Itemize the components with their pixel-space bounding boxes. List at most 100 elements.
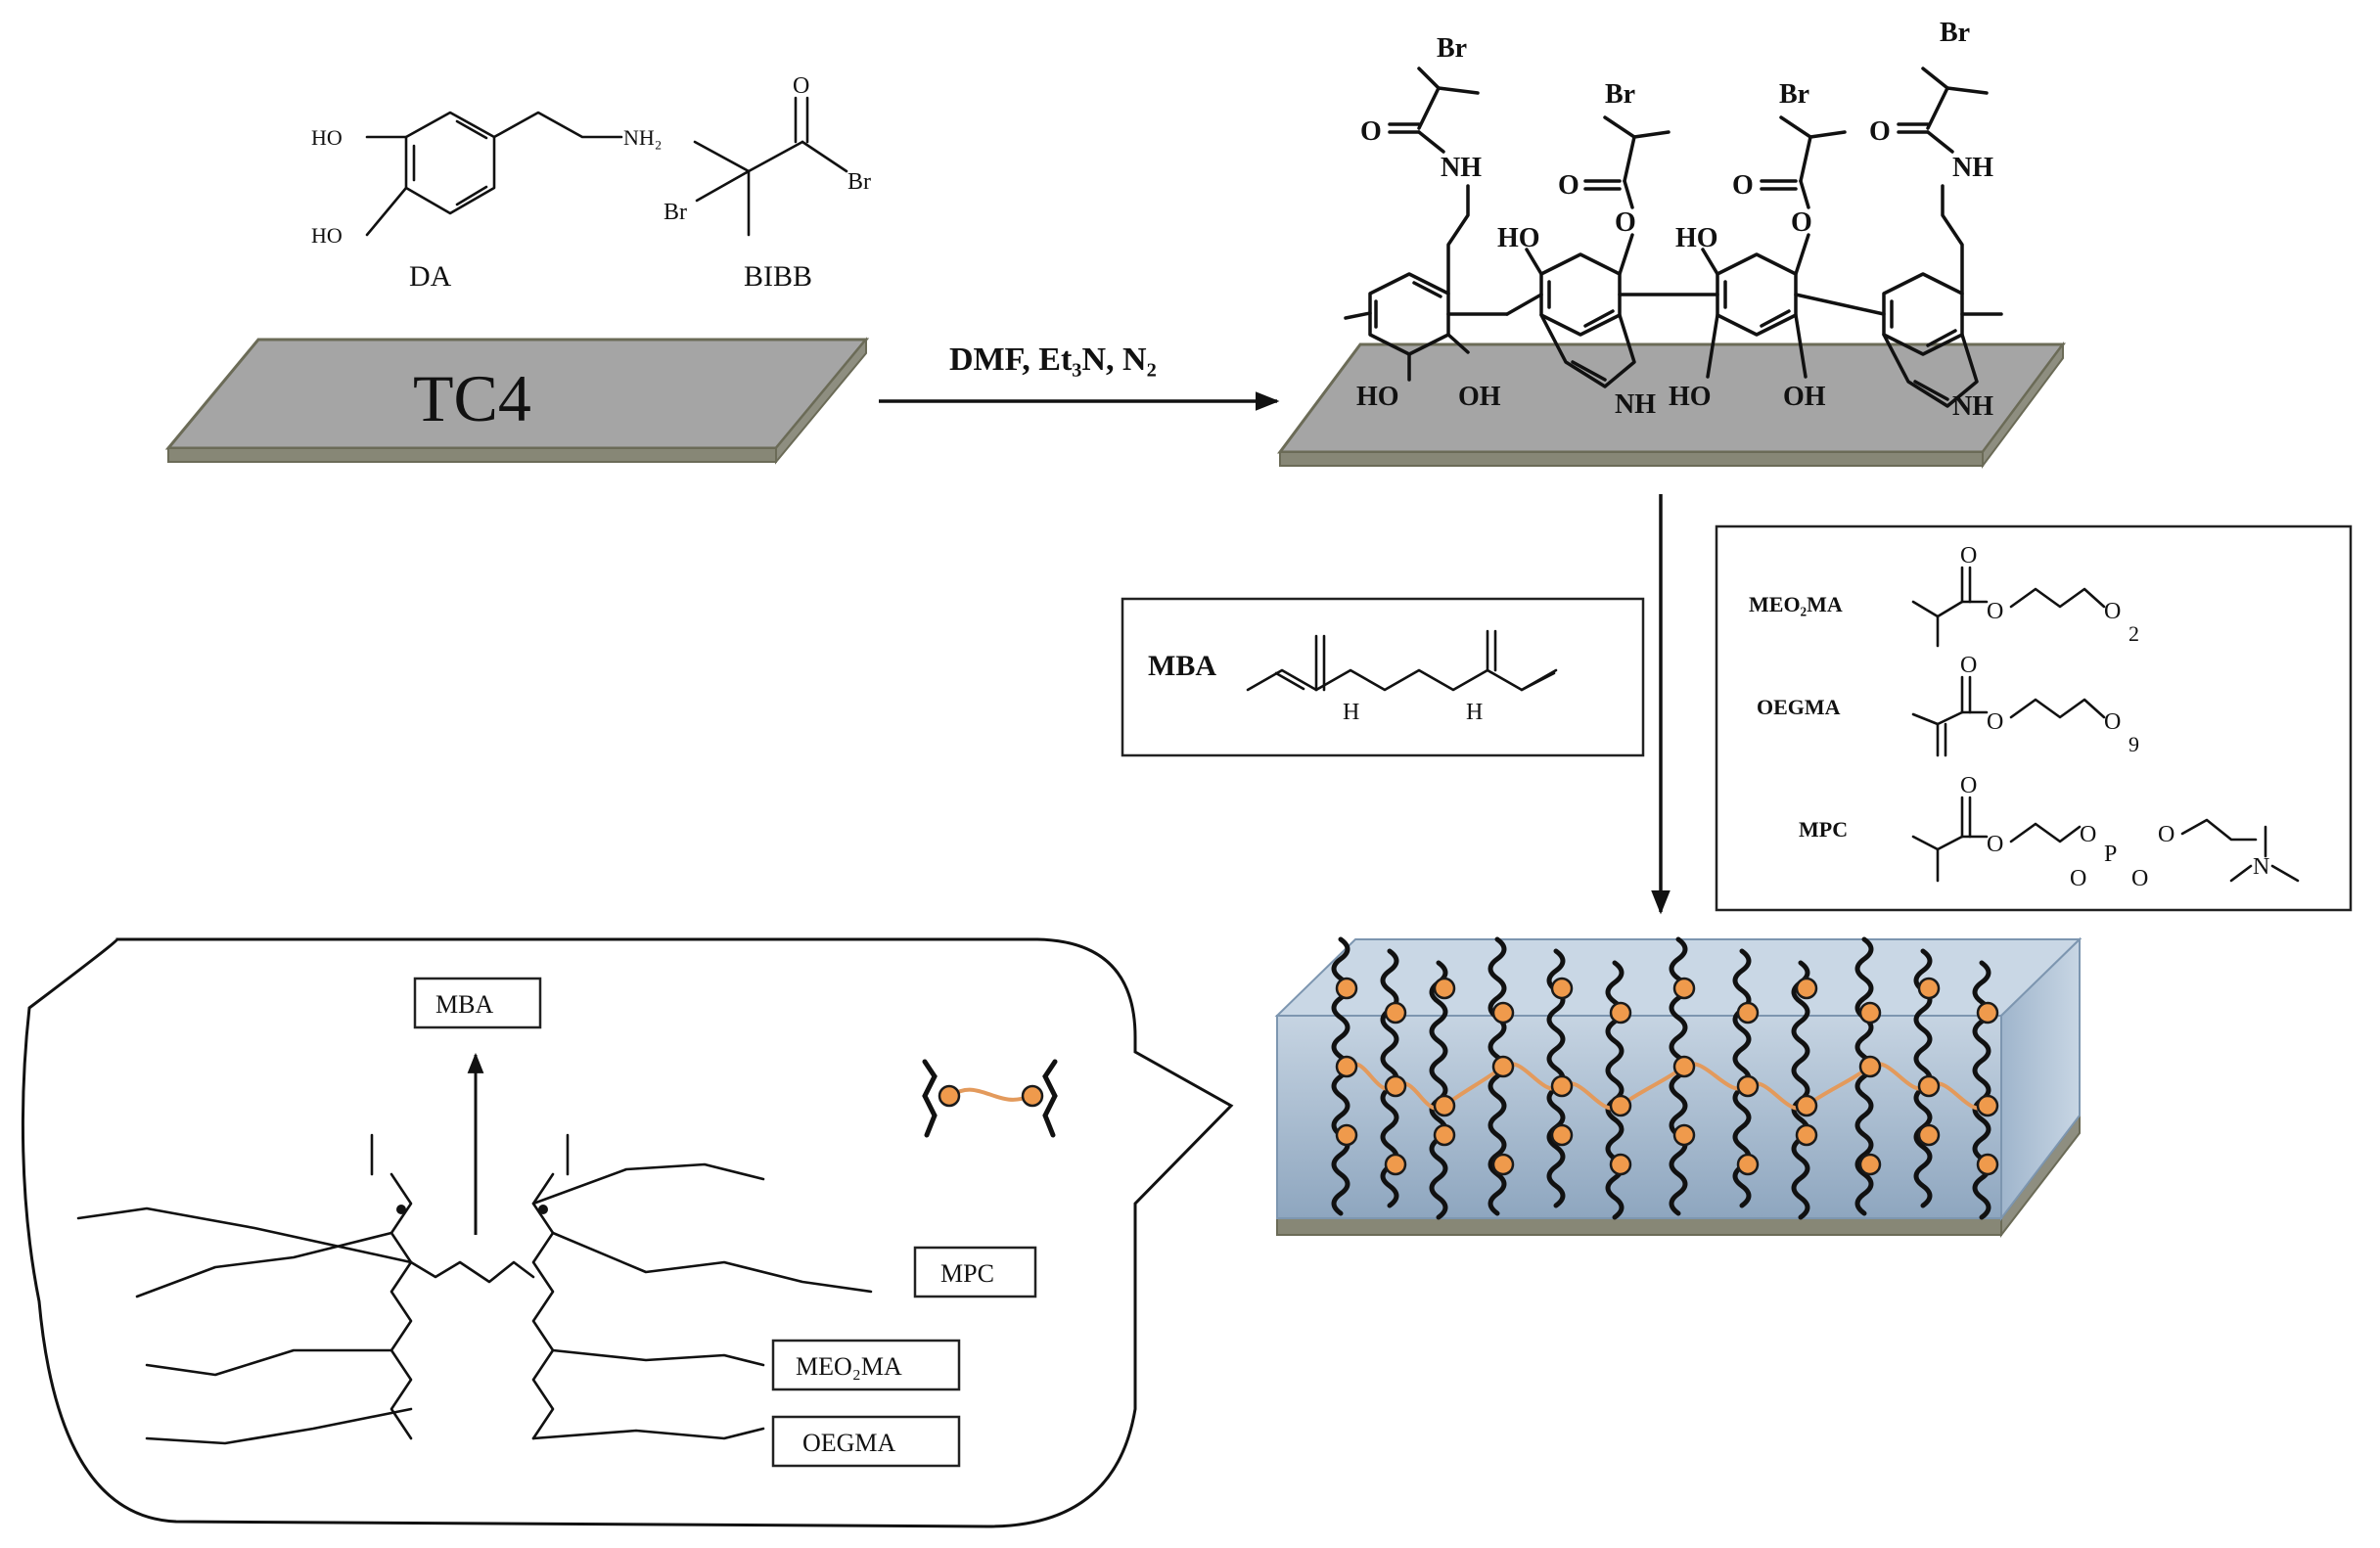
crosslink-bead: [1491, 1001, 1515, 1024]
pda-o-1: O: [1360, 116, 1382, 147]
crosslink-bead: [1609, 1094, 1632, 1117]
bibb-label: BIBB: [744, 260, 812, 293]
pda-ho-1: HO: [1356, 382, 1399, 412]
pda-o-3: O: [1558, 170, 1579, 201]
meo2ma-sub: 2: [2128, 621, 2139, 646]
crosslink-bead: [1672, 1055, 1696, 1078]
polydopamine-structure: HO OH NH O Br NH HO O O Br: [1344, 18, 2003, 422]
crosslink-bead: [1672, 977, 1696, 1000]
pda-ho-4: HO: [1669, 382, 1712, 412]
crosslink-bead: [1433, 1094, 1456, 1117]
crosslink-bead: [1795, 977, 1818, 1000]
polymer-chain: [1854, 936, 1874, 1216]
callout-mba-label: MBA: [435, 990, 493, 1019]
mpc-n: N: [2253, 854, 2269, 880]
crosslink-bead: [1491, 1153, 1515, 1176]
mpc-o-4: O: [2070, 866, 2086, 891]
mba-box-label: MBA: [1148, 650, 1216, 682]
crosslink-bead: [1917, 977, 1941, 1000]
reaction-conditions: DMF, Et₃N, N₂: [949, 341, 1157, 378]
crosslink-bead: [1609, 1153, 1632, 1176]
crosslink-bead: [1433, 1123, 1456, 1147]
pda-nh-1: NH: [1441, 153, 1482, 183]
crosslink-bead: [1335, 977, 1358, 1000]
da-label: DA: [409, 260, 452, 293]
crosslink-bead: [1858, 1001, 1882, 1024]
mba-h-2: H: [1466, 700, 1483, 725]
crosslink-bead: [1736, 1074, 1760, 1098]
tc4-label: TC4: [413, 361, 531, 435]
pda-oh-2: OH: [1783, 382, 1826, 412]
pda-ho-2: HO: [1497, 223, 1540, 253]
bibb-structure: O Br Br BIBB: [664, 73, 871, 293]
crosslink-bead: [1550, 1123, 1574, 1147]
pda-br-1: Br: [1437, 33, 1467, 64]
pda-ho-3: HO: [1675, 223, 1718, 253]
polymer-chain: [1488, 936, 1507, 1216]
crosslink-bead: [1335, 1055, 1358, 1078]
crosslink-bead: [1736, 1001, 1760, 1024]
oegma-o-1: O: [1960, 653, 1977, 678]
polymer-chain: [1429, 960, 1448, 1220]
callout-meo2ma-label: MEO₂MA: [796, 1352, 902, 1381]
monomer-box: MEO₂MA O O O 2 OEGMA O O O 9 MPC O O O P…: [1715, 524, 2353, 912]
pda-br-4: Br: [1940, 18, 1970, 48]
mba-box: MBA H H: [1121, 597, 1645, 757]
monomer-mpc-label: MPC: [1799, 817, 1848, 842]
crosslink-bead: [1550, 1074, 1574, 1098]
bibb-br-2: Br: [664, 200, 687, 225]
crosslink-bead: [1384, 1153, 1407, 1176]
meo2ma-o-3: O: [2104, 599, 2121, 624]
pda-nh-3: NH: [1952, 391, 1993, 422]
mpc-o-6: O: [2158, 822, 2174, 847]
crosslink-bead: [1550, 977, 1574, 1000]
crosslink-bead: [1491, 1055, 1515, 1078]
crosslink-bead: [1795, 1094, 1818, 1117]
crosslink-bead: [1917, 1123, 1941, 1147]
monomer-oegma-label: OEGMA: [1757, 695, 1841, 719]
crosslink-bead: [1795, 1123, 1818, 1147]
crosslink-bead: [1672, 1123, 1696, 1147]
callout-mpc-label: MPC: [940, 1259, 994, 1288]
pda-o-4: O: [1791, 207, 1812, 238]
crosslink-bead: [1976, 1153, 1999, 1176]
polymer-brushes: [1331, 936, 1999, 1220]
crosslink-bead: [1976, 1094, 1999, 1117]
crosslink-bead: [1917, 1074, 1941, 1098]
crosslink-bead: [1858, 1153, 1882, 1176]
crosslink-bead: [1736, 1153, 1760, 1176]
functionalized-substrate: [1277, 341, 2066, 470]
polymer-chain: [1791, 960, 1810, 1220]
hydrogel-coating: [1274, 936, 2082, 1238]
pda-br-3: Br: [1779, 79, 1809, 110]
callout-oegma-box: [771, 1415, 961, 1468]
callout-content: MBA MPC MEO₂MA OEGMA: [76, 977, 1058, 1468]
oegma-o-2: O: [1987, 709, 2003, 735]
mpc-o-5: O: [2131, 866, 2148, 891]
callout-bubble: [21, 937, 1234, 1528]
oegma-o-3: O: [2104, 709, 2121, 735]
bibb-br-1: Br: [847, 169, 871, 195]
oegma-sub: 9: [2128, 732, 2139, 756]
pda-o-2: O: [1615, 207, 1636, 238]
pda-o-5: O: [1732, 170, 1754, 201]
mpc-o-3: O: [2080, 822, 2096, 847]
mpc-o-2: O: [1987, 832, 2003, 857]
da-ho-1: HO: [311, 125, 343, 150]
pda-o-6: O: [1869, 116, 1891, 147]
da-nh2: NH₂: [623, 125, 662, 150]
pda-nh-2: NH: [1615, 389, 1656, 420]
bibb-o: O: [793, 73, 809, 99]
pda-br-2: Br: [1605, 79, 1635, 110]
crosslink-bead: [1609, 1001, 1632, 1024]
pda-oh-1: OH: [1458, 382, 1501, 412]
callout-meo2ma-box: [771, 1339, 961, 1391]
callout-mba-box: [413, 977, 542, 1029]
crosslink-bead: [1335, 1123, 1358, 1147]
mpc-o-1: O: [1960, 773, 1977, 798]
tc4-substrate: TC4: [164, 337, 870, 465]
callout-mpc-box: [913, 1246, 1037, 1298]
da-ho-2: HO: [311, 223, 343, 248]
meo2ma-o-2: O: [1987, 599, 2003, 624]
